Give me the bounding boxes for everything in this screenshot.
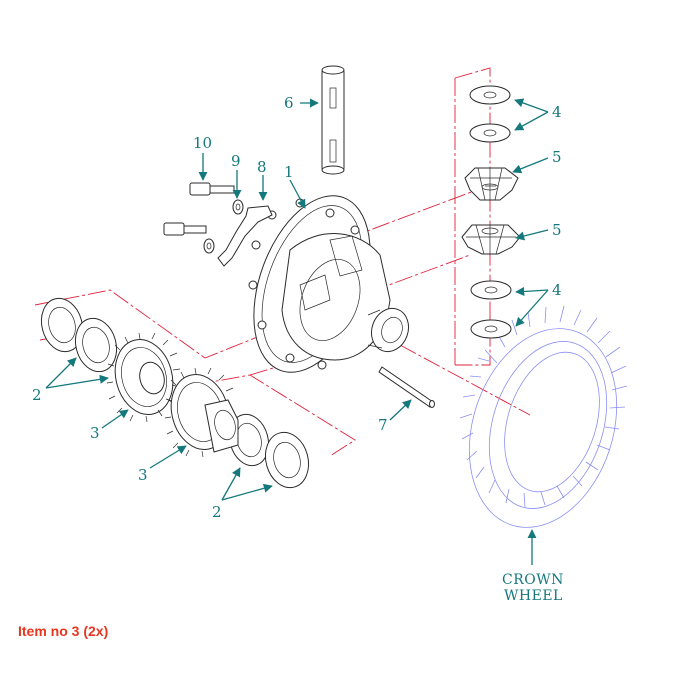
callout-8: 8 [257, 158, 267, 176]
lock-pin [378, 366, 435, 408]
callout-2-bottom: 2 [212, 503, 222, 521]
leader-lines [45, 98, 549, 565]
side-gears [106, 332, 239, 458]
crown-wheel-label-line1: CROWN [502, 572, 564, 588]
callout-2-left: 2 [32, 386, 42, 404]
callout-10: 10 [193, 134, 212, 152]
crown-wheel-label-line2: WHEEL [504, 588, 563, 604]
callout-4-upper: 4 [552, 103, 562, 121]
crown-wheel [459, 305, 628, 528]
thrust-washers [40, 297, 310, 489]
callout-labels: 6 1 10 9 8 4 5 5 4 2 3 3 2 7 CROWN WHEEL [32, 94, 564, 604]
callout-7: 7 [378, 416, 388, 434]
callout-1: 1 [284, 163, 294, 181]
cross-shaft [321, 65, 345, 175]
callout-3-upper: 3 [90, 424, 100, 442]
callout-5-lower: 5 [552, 221, 562, 239]
pinion-washers [469, 85, 512, 339]
bolts-and-lock-plate [163, 182, 273, 267]
callout-4-lower: 4 [552, 281, 562, 299]
callout-5-upper: 5 [552, 148, 562, 166]
differential-case [248, 195, 410, 373]
callout-3-lower: 3 [138, 466, 148, 484]
callout-9: 9 [231, 152, 241, 170]
callout-6: 6 [284, 94, 294, 112]
pinion-gears [461, 167, 521, 255]
item-caption: Item no 3 (2x) [18, 623, 109, 639]
